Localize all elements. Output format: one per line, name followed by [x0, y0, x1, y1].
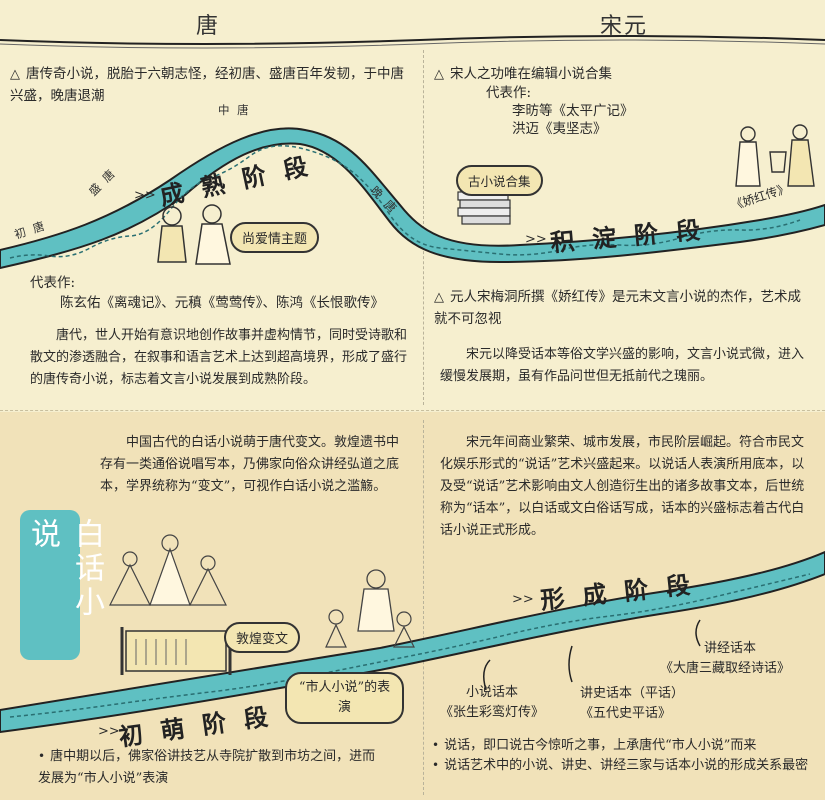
baihua-left-note: •唐中期以后，佛家俗讲技艺从寺院扩散到市坊之间，进而发展为“市人小说”表演 — [38, 745, 378, 789]
songyuan-note: △元人宋梅洞所撰《娇红传》是元末文言小说的杰作，艺术成就不可忽视 — [434, 286, 809, 330]
tang-works-label: 代表作: — [30, 275, 76, 291]
huaben1-label: 小说话本 — [466, 685, 519, 700]
huaben3-label: 讲经话本 — [704, 641, 757, 656]
scroll-illustration — [120, 627, 232, 675]
baihua-left-note-text: 唐中期以后，佛家俗讲技艺从寺院扩散到市坊之间，进而发展为“市人小说”表演 — [38, 749, 376, 786]
tang-intro: △唐传奇小说，脱胎于六朝志怪，经初唐、盛唐百年发韧，于中唐兴盛，晚唐退潮 — [10, 63, 410, 107]
double-chevron-icon: >> — [512, 592, 534, 607]
triangle-icon: △ — [434, 290, 444, 305]
tang-works: 陈玄佑《离魂记》、元稹《莺莺传》、陈鸿《长恨歌传》 — [60, 295, 384, 311]
tang-paragraph: 唐代，世人开始有意识地创作故事并虚构情节，同时受诗歌和散文的渗透融合，在叙事和语… — [30, 328, 408, 387]
huaben3-work: 《大唐三藏取经诗话》 — [660, 661, 791, 676]
tang-intro-text: 唐传奇小说，脱胎于六朝志怪，经初唐、盛唐百年发韧，于中唐兴盛，晚唐退潮 — [10, 66, 404, 104]
baihua-right-note1-text: 说话，即口说古今惊听之事，上承唐代“市人小说”而来 — [444, 738, 757, 753]
baihua-title-box: 白话小说 — [20, 510, 104, 660]
bubble-gu-xiaoshuo: 古小说合集 — [456, 165, 543, 196]
songyuan-rep2: 洪迈《夷坚志》 — [512, 121, 607, 137]
baihua-right-note1: • 说话，即口说古今惊听之事，上承唐代“市人小说”而来 — [432, 734, 817, 756]
double-chevron-icon: >> — [525, 232, 547, 247]
bubble-shiren-text: “市人小说”的表演 — [298, 680, 391, 715]
baihua-right-paragraph: 宋元年间商业繁荣、城市发展，市民阶层崛起。符合市民文化娱乐形式的“说话”艺术兴盛… — [440, 435, 805, 538]
songyuan-paragraph: 宋元以降受话本等俗文学兴盛的影响，文言小说式微，进入缓慢发展期，虽有作品问世但无… — [440, 347, 805, 384]
couple-figures-illustration — [157, 204, 231, 265]
point-zhong-tang: 中 唐 — [218, 103, 251, 117]
buddhist-preaching-illustration — [109, 534, 227, 606]
book-stack-illustration — [457, 191, 511, 225]
baihua-right-note2: • 说话艺术中的小说、讲史、讲经三家与话本小说的形成关系最密 — [432, 754, 817, 776]
huaben1-work: 《张生彩鸾灯传》 — [440, 705, 545, 720]
huaben2-label: 讲史话本（平话） — [580, 686, 685, 701]
songyuan-rep-label: 代表作: — [486, 85, 532, 101]
bubble-dunhuang: 敦煌变文 — [224, 622, 301, 653]
triangle-icon: △ — [10, 67, 20, 82]
double-chevron-icon: >> — [134, 188, 156, 203]
bullet-icon: • — [432, 758, 440, 772]
bullet-icon: • — [38, 749, 46, 763]
bullet-icon: • — [432, 738, 440, 752]
jiaohong-figures-illustration — [735, 124, 815, 187]
divider-bottom — [423, 420, 424, 795]
street-performance-illustration — [325, 569, 415, 648]
header-band — [0, 35, 825, 49]
header-songyuan: 宋元 — [600, 14, 649, 39]
songyuan-note-text: 元人宋梅洞所撰《娇红传》是元末文言小说的杰作，艺术成就不可忽视 — [434, 289, 801, 327]
baihua-title: 白话小说 — [25, 518, 104, 620]
songyuan-intro: △ 宋人之功唯在编辑小说合集 — [434, 63, 814, 85]
bubble-aiqing: 尚爱情主题 — [230, 222, 320, 253]
header-tang: 唐 — [196, 14, 221, 39]
songyuan-intro-text: 宋人之功唯在编辑小说合集 — [450, 66, 612, 82]
double-chevron-icon: >> — [98, 724, 120, 739]
huaben2-work: 《五代史平话》 — [580, 706, 672, 721]
triangle-icon: △ — [434, 67, 444, 82]
baihua-left-paragraph: 中国古代的白话小说萌于唐代变文。敦煌遗书中存有一类通俗说唱写本，乃佛家向俗众讲经… — [100, 435, 400, 494]
section-divider — [0, 410, 825, 411]
songyuan-rep1: 李昉等《太平广记》 — [512, 103, 634, 119]
bubble-shiren: “市人小说”的表演 — [285, 672, 404, 724]
baihua-right-note2-text: 说话艺术中的小说、讲史、讲经三家与话本小说的形成关系最密 — [444, 758, 809, 773]
